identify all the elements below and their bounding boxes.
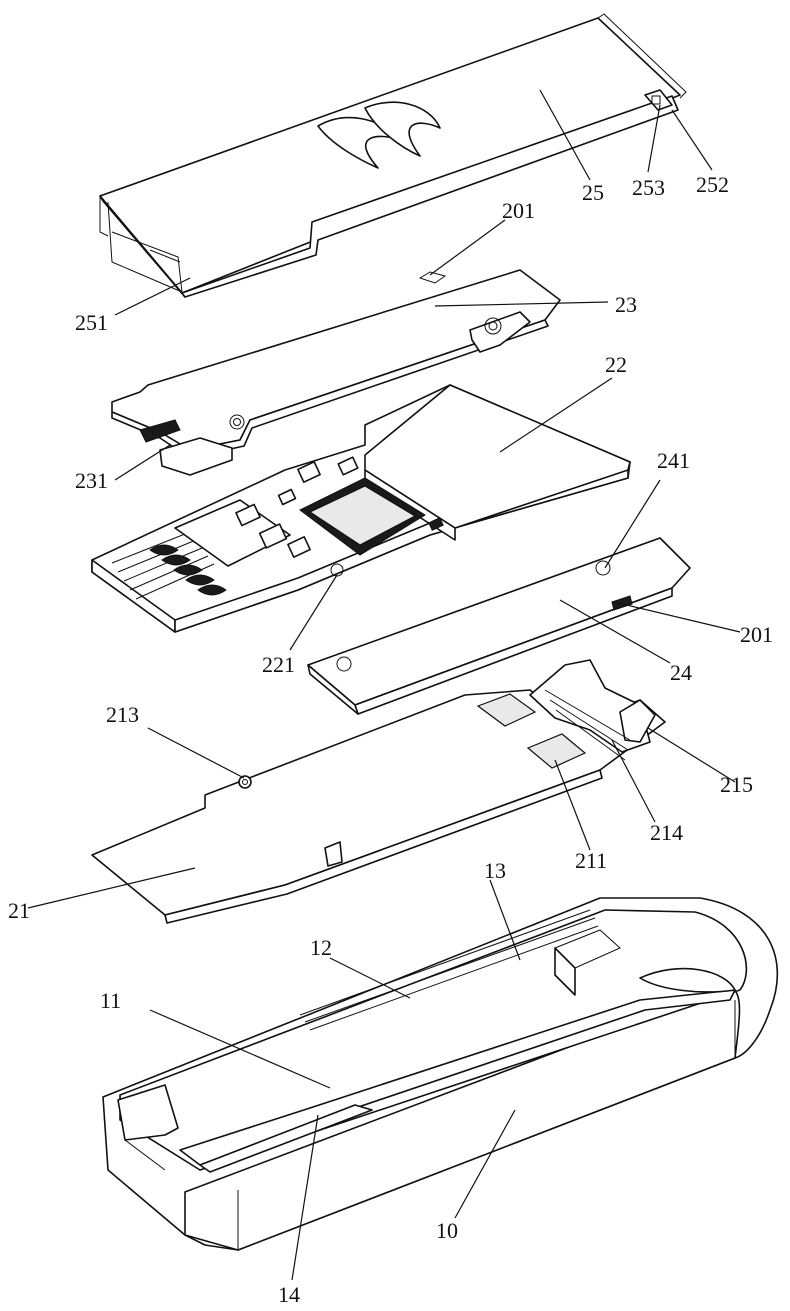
label-252: 252 xyxy=(696,172,729,197)
label-251: 251 xyxy=(75,310,108,335)
label-253: 253 xyxy=(632,175,665,200)
label-231: 231 xyxy=(75,468,108,493)
part-25-top-cover xyxy=(100,14,686,297)
label-221: 221 xyxy=(262,652,295,677)
label-11: 11 xyxy=(100,988,121,1013)
label-12: 12 xyxy=(310,935,332,960)
label-213: 213 xyxy=(106,702,139,727)
label-10: 10 xyxy=(436,1218,458,1243)
label-22: 22 xyxy=(605,352,627,377)
label-23: 23 xyxy=(615,292,637,317)
label-201-upper: 201 xyxy=(502,198,535,223)
label-13: 13 xyxy=(484,858,506,883)
label-201-lower: 201 xyxy=(740,622,773,647)
label-241: 241 xyxy=(657,448,690,473)
label-25: 25 xyxy=(582,180,604,205)
part-10-housing xyxy=(103,898,777,1250)
label-24: 24 xyxy=(670,660,692,685)
label-214: 214 xyxy=(650,820,683,845)
label-215: 215 xyxy=(720,772,753,797)
label-21: 21 xyxy=(8,898,30,923)
label-14: 14 xyxy=(278,1282,300,1307)
label-211: 211 xyxy=(575,848,607,873)
part-24-lower-plate xyxy=(308,538,690,714)
